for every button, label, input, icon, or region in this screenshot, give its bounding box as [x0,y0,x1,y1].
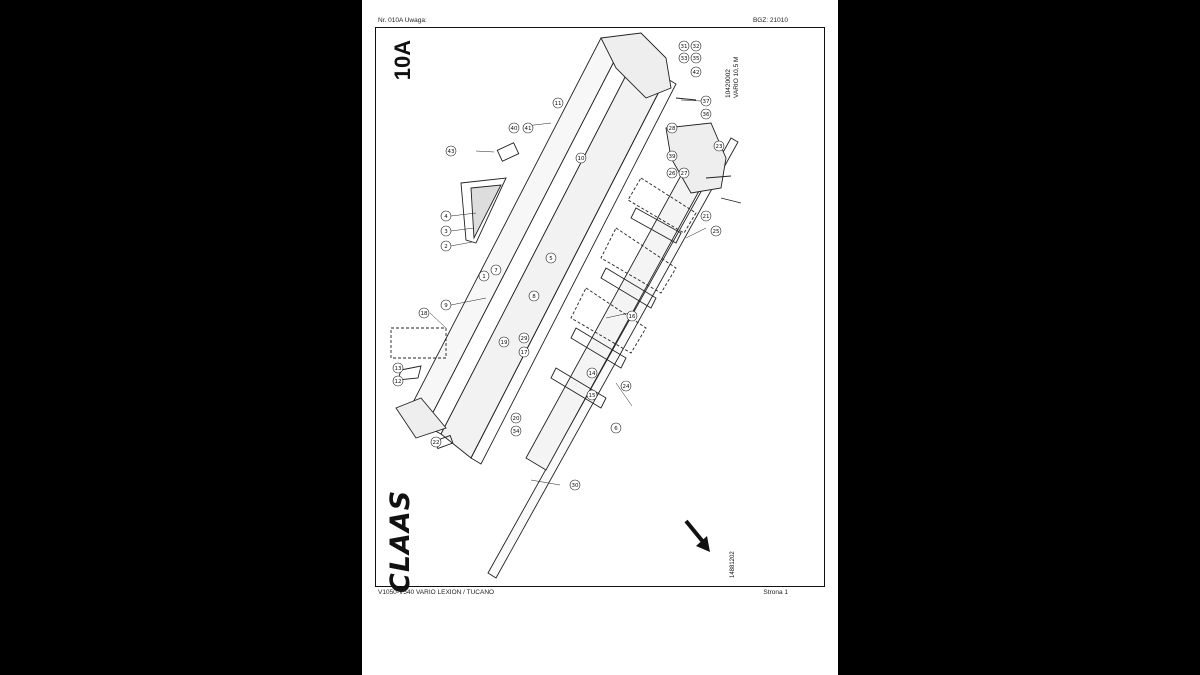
exploded-parts-diagram: 43 40 41 4 3 2 9 18 12 13 22 7 8 5 10 11… [390,32,742,579]
callout-26: 26 [666,167,678,179]
svg-text:20: 20 [513,416,520,422]
svg-text:35: 35 [693,56,700,62]
callout-42: 42 [690,66,702,78]
callout-40: 40 [508,122,520,134]
callout-28: 28 [666,122,678,134]
callout-36: 36 [700,108,712,120]
svg-text:1: 1 [482,274,486,280]
svg-text:23: 23 [716,144,723,150]
svg-text:43: 43 [448,149,455,155]
callout-27: 27 [678,167,690,179]
svg-text:14: 14 [589,371,596,377]
callout-31: 31 [678,40,690,52]
svg-text:42: 42 [693,70,700,76]
header-right: BGZ: 21010 [752,17,788,24]
callout-4: 4 [440,210,452,222]
callout-22: 22 [430,436,442,448]
svg-text:22: 22 [433,440,440,446]
callout-32: 32 [690,40,702,52]
callout-2: 2 [440,240,452,252]
svg-text:15: 15 [589,393,596,399]
callout-group: 43 40 41 4 3 2 9 18 12 13 22 7 8 5 10 11… [392,40,725,491]
callout-16: 16 [626,310,638,322]
callout-3: 3 [440,225,452,237]
callout-1: 1 [478,270,490,282]
svg-text:39: 39 [669,154,676,160]
direction-arrow-icon [684,519,710,552]
svg-text:26: 26 [669,171,676,177]
callout-10: 10 [575,152,587,164]
callout-6: 6 [610,422,622,434]
svg-text:7: 7 [494,268,498,274]
callout-18: 18 [418,307,430,319]
callout-9: 9 [440,299,452,311]
document-page: Nr. 010A Uwaga: BGZ: 21010 10A 10420002 … [362,0,838,675]
callout-39: 39 [666,150,678,162]
svg-text:9: 9 [444,303,448,309]
svg-text:33: 33 [681,56,688,62]
callout-17: 17 [518,346,530,358]
callout-23: 23 [713,140,725,152]
callout-35: 35 [690,52,702,64]
svg-text:12: 12 [395,379,402,385]
header-left: Nr. 010A Uwaga: [378,17,427,24]
callout-14: 14 [586,367,598,379]
callout-13: 13 [392,362,404,374]
svg-text:27: 27 [681,171,688,177]
svg-text:3: 3 [444,229,448,235]
callout-19: 19 [498,336,510,348]
svg-text:37: 37 [703,99,710,105]
callout-29: 29 [518,332,530,344]
callout-25: 25 [710,225,722,237]
callout-7: 7 [490,264,502,276]
svg-text:34: 34 [513,429,520,435]
callout-24: 24 [620,380,632,392]
svg-text:2: 2 [444,244,448,250]
svg-text:29: 29 [521,336,528,342]
callout-30: 30 [569,479,581,491]
svg-text:41: 41 [525,126,532,132]
svg-text:25: 25 [713,229,720,235]
callout-41: 41 [522,122,534,134]
svg-text:32: 32 [693,44,700,50]
svg-text:40: 40 [511,126,518,132]
svg-text:28: 28 [669,126,676,132]
svg-text:31: 31 [681,44,688,50]
svg-text:8: 8 [532,294,536,300]
svg-text:6: 6 [614,426,618,432]
svg-text:19: 19 [501,340,508,346]
callout-20: 20 [510,412,522,424]
svg-text:4: 4 [444,214,448,220]
svg-text:16: 16 [629,314,636,320]
callout-21: 21 [700,210,712,222]
callout-5: 5 [545,252,557,264]
callout-34: 34 [510,425,522,437]
callout-33: 33 [678,52,690,64]
callout-15: 15 [586,389,598,401]
footer-left: V1050-V540 VARIO LEXION / TUCANO [378,589,495,596]
svg-text:36: 36 [703,112,710,118]
callout-43: 43 [445,145,457,157]
callout-8: 8 [528,290,540,302]
callout-11: 11 [552,97,564,109]
svg-text:18: 18 [421,311,428,317]
drawing-frame: 10A 10420002 VARIO 10,5 M 14881202 CLAAS [375,27,825,593]
svg-text:30: 30 [572,483,579,489]
callout-12: 12 [392,375,404,387]
svg-text:17: 17 [521,350,528,356]
svg-text:21: 21 [703,214,710,220]
svg-text:24: 24 [623,384,630,390]
svg-text:13: 13 [395,366,402,372]
svg-text:11: 11 [555,101,562,107]
svg-text:10: 10 [578,156,585,162]
callout-37: 37 [700,95,712,107]
footer-right: Strona 1 [763,589,788,596]
svg-text:5: 5 [549,256,553,262]
